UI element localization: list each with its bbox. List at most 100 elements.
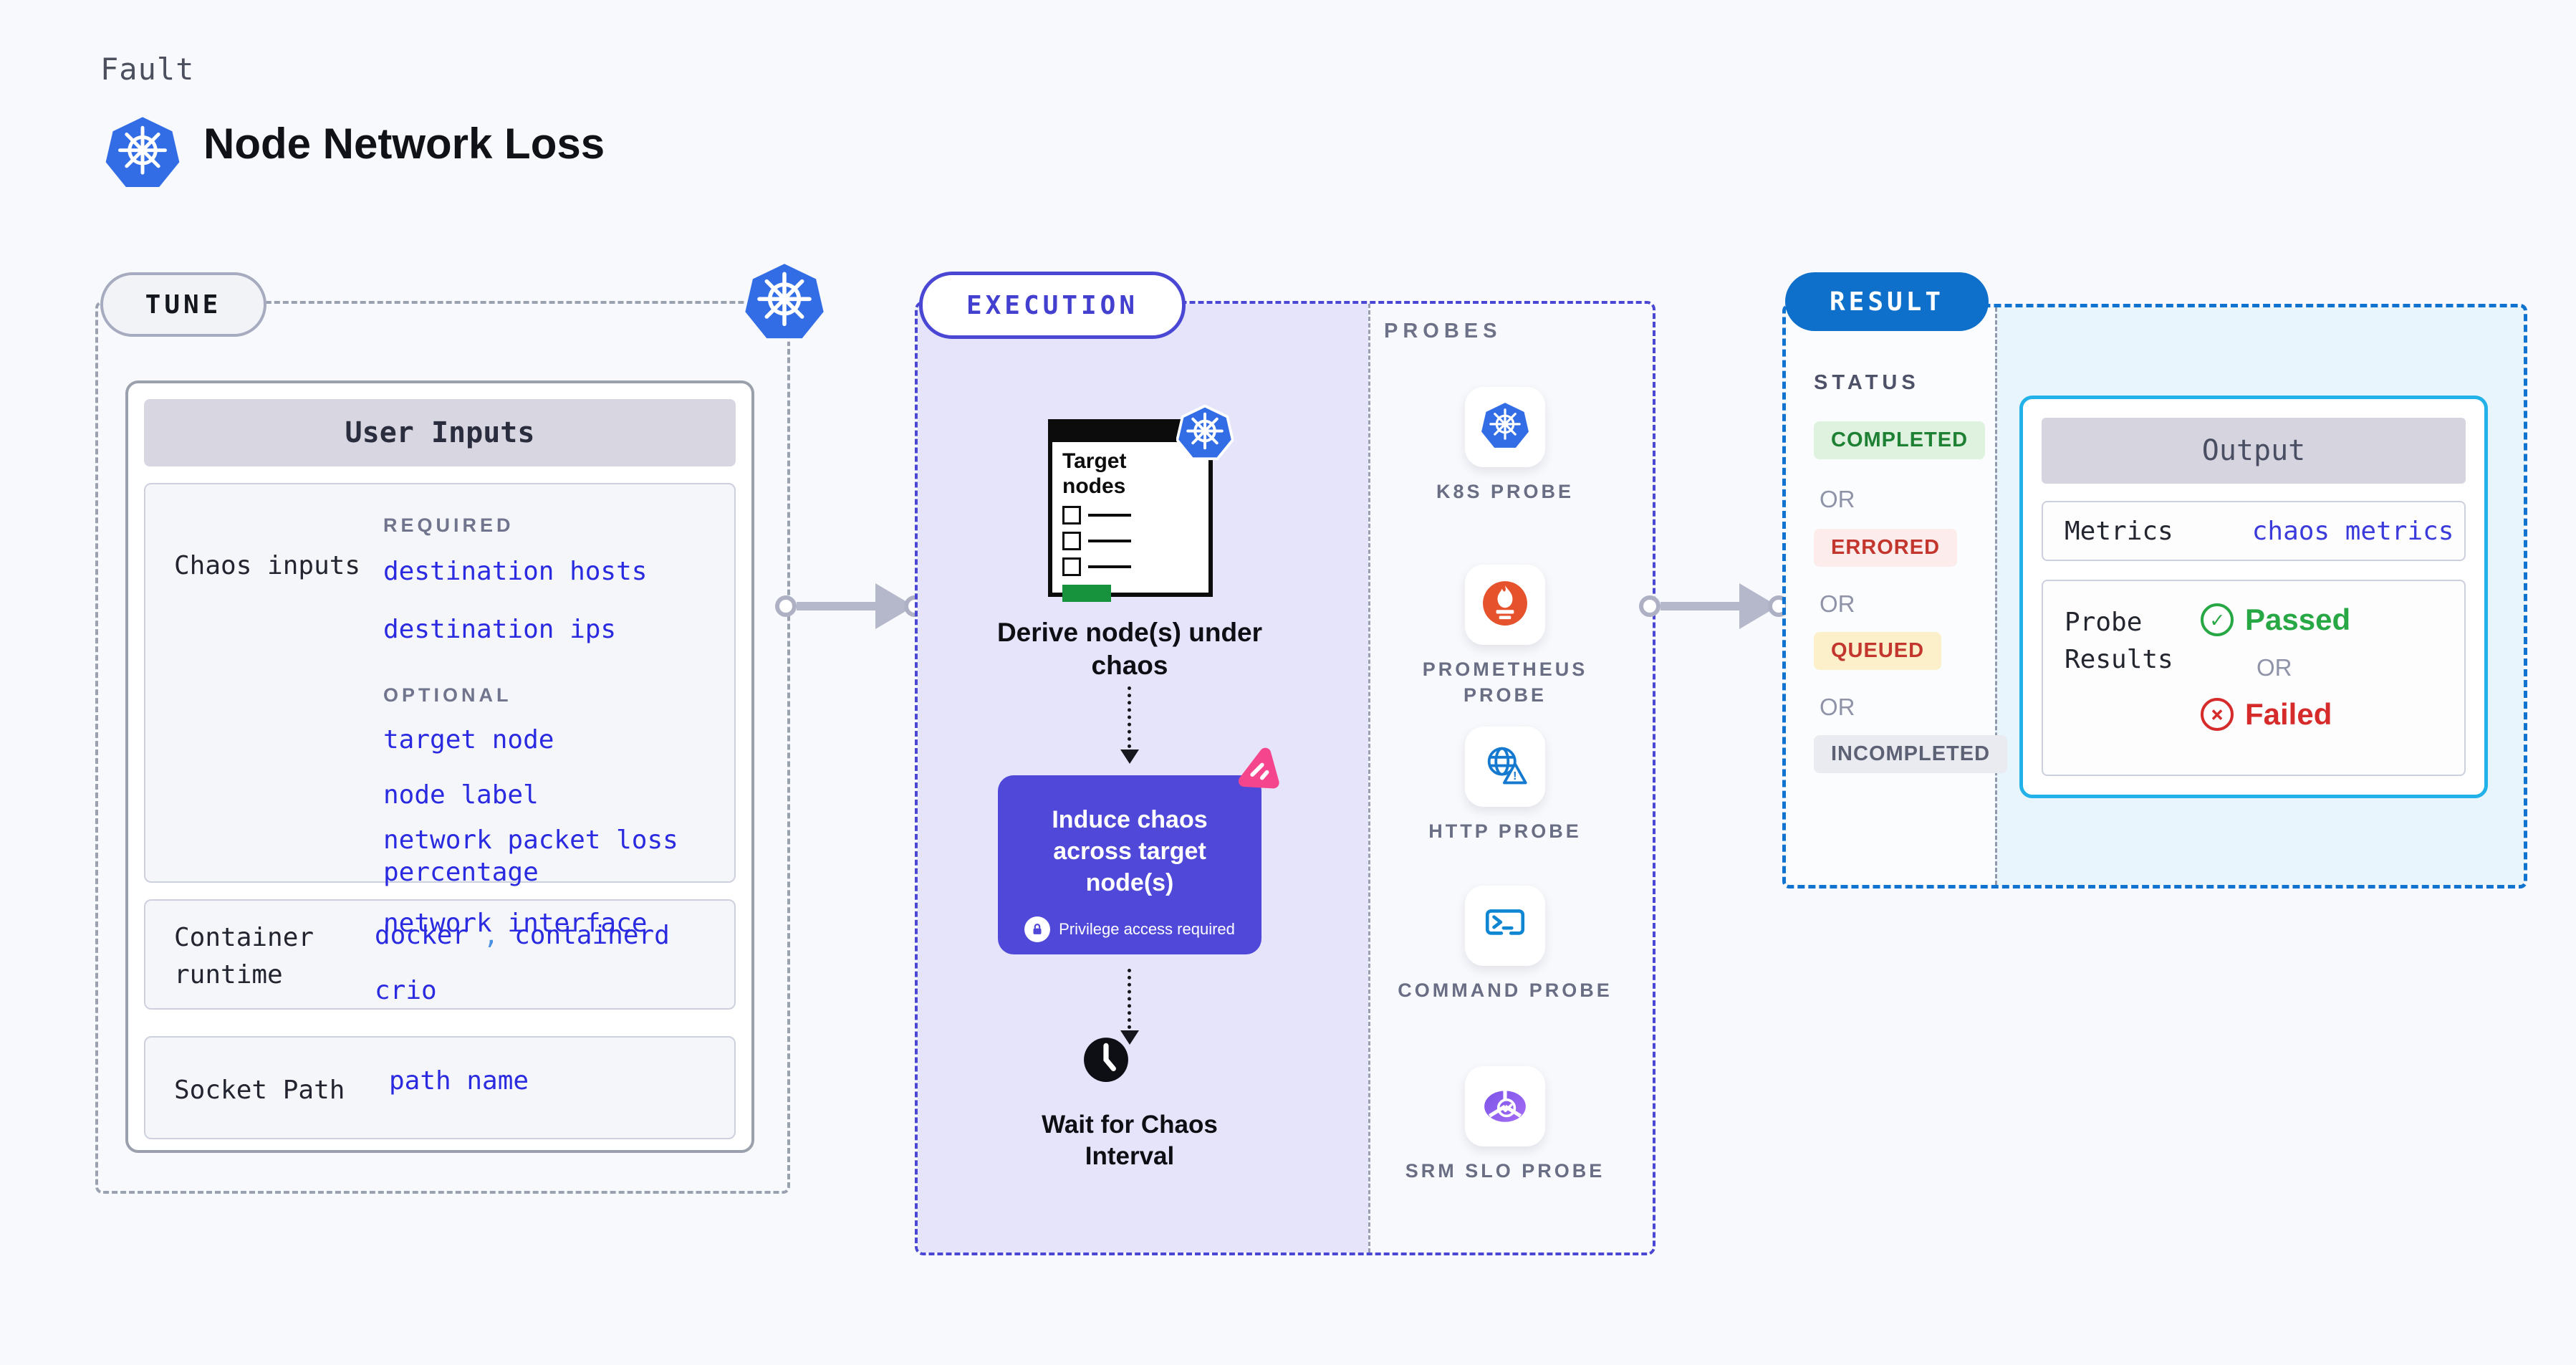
arrow-shaft <box>1661 602 1741 610</box>
step-induce-chaos: Induce chaos across target node(s) <box>1052 806 1208 897</box>
connector-dot <box>775 595 797 617</box>
slo-donut-check-icon <box>1481 1083 1529 1130</box>
result-badge: RESULT <box>1785 272 1989 331</box>
input-value: destination ips <box>383 615 617 644</box>
prometheus-icon <box>1481 580 1529 630</box>
probes-title: PROBES <box>1384 320 1502 343</box>
container-runtime-label: Container runtime <box>174 923 314 990</box>
arrow-shaft <box>797 602 877 610</box>
execution-to-result-arrow <box>1639 582 1789 631</box>
socket-path-label: Socket Path <box>174 1076 345 1105</box>
probe-card <box>1465 565 1545 645</box>
probe-results-row: Probe Results ✓ Passed OR × Failed <box>2042 580 2466 776</box>
line <box>1088 540 1131 542</box>
input-value: destination hosts <box>383 557 648 586</box>
passed-result: ✓ Passed <box>2201 603 2464 637</box>
execution-badge: EXECUTION <box>919 272 1186 339</box>
kubernetes-icon <box>1176 403 1234 466</box>
input-value: network interface <box>383 909 648 938</box>
probe-card <box>1465 387 1545 467</box>
http-globe-warning-icon: ! <box>1481 742 1529 791</box>
probe-item: K8S PROBE <box>1398 387 1613 504</box>
container-runtime-row: Container runtime docker , containerd cr… <box>144 899 736 1010</box>
input-value: node label <box>383 780 539 810</box>
runtime-value: docker <box>375 921 468 950</box>
check-circle-icon: ✓ <box>2201 603 2234 636</box>
fault-kicker: Fault <box>100 52 195 87</box>
kubernetes-icon <box>741 258 827 348</box>
tune-badge: TUNE <box>100 272 266 337</box>
chaos-pink-icon <box>1231 744 1284 795</box>
status-badge-incompleted: INCOMPLETED <box>1814 735 2008 773</box>
checkbox-icon <box>1062 557 1081 576</box>
x-circle-icon: × <box>2201 698 2234 731</box>
checkbox-icon <box>1062 532 1081 550</box>
page-title: Node Network Loss <box>203 120 605 168</box>
flow-connector <box>1128 969 1131 1029</box>
node-checkbox-row <box>1062 532 1208 550</box>
step-wait-interval: Wait for Chaos Interval <box>1042 1111 1218 1170</box>
probe-label: K8S PROBE <box>1436 481 1575 502</box>
line <box>1088 514 1131 517</box>
node-checkbox-row <box>1062 506 1208 525</box>
probe-item: PROMETHEUS PROBE <box>1398 565 1613 709</box>
output-title: Output <box>2042 418 2466 484</box>
line <box>1088 565 1131 568</box>
output-card: Output Metrics chaos metrics Probe Resul… <box>2019 396 2488 798</box>
runtime-value: containerd <box>514 921 670 950</box>
kubernetes-icon <box>1481 401 1529 454</box>
arrow-head <box>1120 749 1139 764</box>
induce-chaos-box: Induce chaos across target node(s) Privi… <box>998 775 1261 954</box>
or-separator: OR <box>1820 694 1855 720</box>
or-separator: OR <box>2257 654 2292 681</box>
failed-result: × Failed <box>2201 697 2464 732</box>
probe-label: COMMAND PROBE <box>1398 980 1613 1001</box>
status-badge-completed: COMPLETED <box>1814 421 1986 459</box>
user-inputs-card: User Inputs Chaos inputs REQUIRED destin… <box>125 380 754 1153</box>
socket-path-value: path name <box>389 1066 529 1096</box>
privilege-text: Privilege access required <box>1059 919 1235 938</box>
svg-text:!: ! <box>1513 770 1517 782</box>
or-separator: OR <box>1820 486 1855 512</box>
runtime-value: crio <box>375 976 437 1005</box>
socket-path-row: Socket Path path name <box>144 1036 736 1139</box>
probe-card <box>1465 886 1545 966</box>
tune-to-execution-arrow <box>775 582 926 631</box>
checkbox-icon <box>1062 506 1081 525</box>
privilege-note: Privilege access required <box>998 916 1261 942</box>
clock-icon <box>1082 1036 1130 1086</box>
metrics-value: chaos metrics <box>2251 516 2454 546</box>
optional-tag: OPTIONAL <box>383 684 512 706</box>
tune-section <box>95 301 790 1194</box>
status-title: STATUS <box>1814 371 1920 394</box>
required-tag: REQUIRED <box>383 514 514 536</box>
status-column <box>1786 307 1995 885</box>
probe-card: ! <box>1465 727 1545 807</box>
target-nodes-label: Target nodes <box>1062 449 1127 498</box>
kubernetes-icon <box>105 113 181 195</box>
probe-item: COMMAND PROBE <box>1398 886 1613 1003</box>
input-value: network packet loss percentage <box>383 825 678 887</box>
probe-results-label: Probe Results <box>2065 608 2173 675</box>
probe-card <box>1465 1066 1545 1146</box>
probe-item: SRM SLO PROBE <box>1398 1066 1613 1184</box>
or-separator: OR <box>1820 590 1855 617</box>
probe-label: PROMETHEUS PROBE <box>1422 658 1588 707</box>
status-badge-queued: QUEUED <box>1814 632 1942 670</box>
metrics-row: Metrics chaos metrics <box>2042 501 2466 561</box>
step-derive-nodes: Derive node(s) under chaos <box>996 618 1263 681</box>
chaos-inputs-row: Chaos inputs REQUIRED destination hosts … <box>144 483 736 938</box>
arrow-head <box>1120 1030 1139 1045</box>
runtime-separator: , <box>483 921 499 950</box>
probe-label: HTTP PROBE <box>1428 820 1582 842</box>
user-inputs-title: User Inputs <box>144 399 736 466</box>
flow-connector <box>1128 686 1131 748</box>
lock-icon <box>1024 916 1051 942</box>
passed-label: Passed <box>2245 603 2351 636</box>
chaos-inputs-label: Chaos inputs <box>174 551 361 580</box>
status-badge-errored: ERRORED <box>1814 529 1958 567</box>
probe-item: ! HTTP PROBE <box>1398 727 1613 844</box>
green-button-bar <box>1062 585 1111 602</box>
metrics-label: Metrics <box>2065 516 2173 546</box>
